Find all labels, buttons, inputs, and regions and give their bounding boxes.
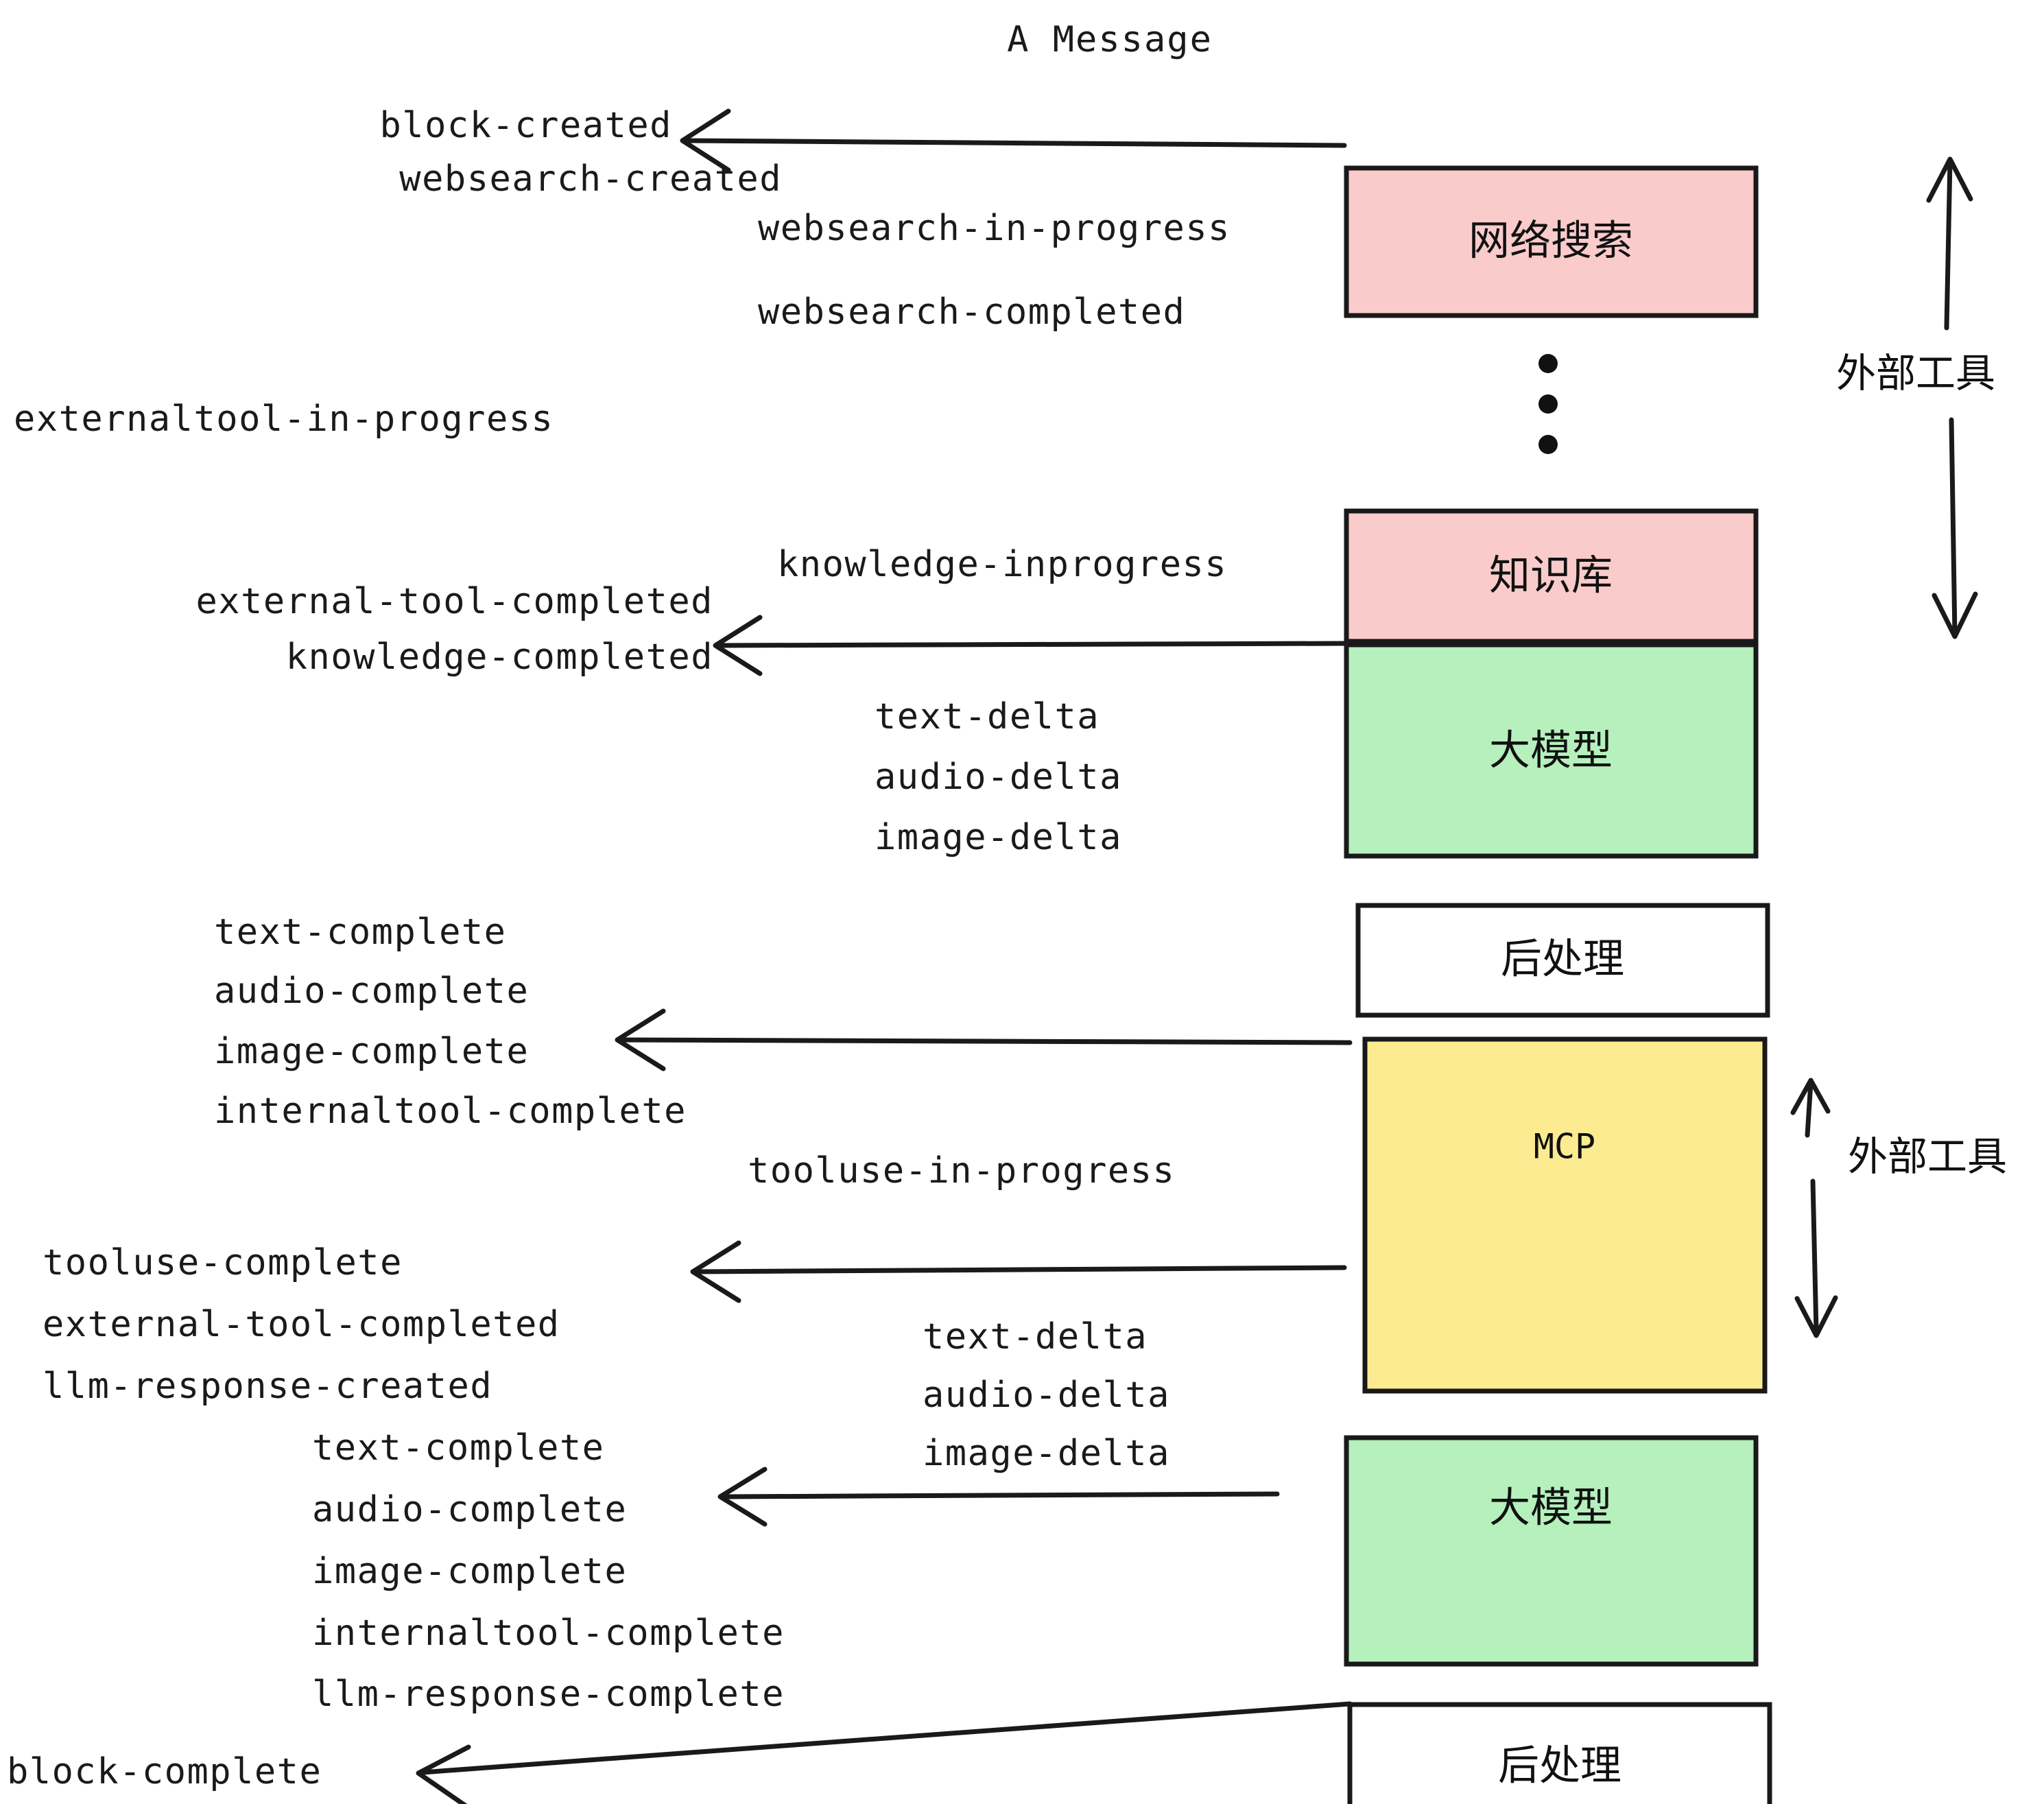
arrow-1-head: [680, 108, 731, 173]
event-internaltool-complete-2: internaltool-complete: [312, 1613, 785, 1654]
arrow-knowledge-to-events: [713, 615, 1349, 676]
event-image-delta-2: image-delta: [923, 1433, 1170, 1474]
arrow-4-shaft: [693, 1265, 1347, 1274]
arrow-3-head: [615, 1008, 666, 1071]
node-websearch[interactable]: 网络搜索: [1344, 165, 1759, 318]
ellipsis-dots: [1538, 354, 1558, 454]
event-block-complete: block-complete: [7, 1751, 322, 1792]
event-audio-complete-2: audio-complete: [312, 1489, 627, 1530]
node-llm-2[interactable]: 大模型: [1344, 1435, 1759, 1667]
bracket-bottom-down-head: [1794, 1295, 1838, 1338]
node-post-2[interactable]: 后处理: [1347, 1702, 1772, 1804]
event-websearch-in-progress: websearch-in-progress: [758, 208, 1231, 249]
event-externaltool-in-progress: externaltool-in-progress: [14, 399, 554, 440]
event-websearch-created: websearch-created: [399, 158, 782, 200]
node-post-2-label: 后处理: [1498, 1742, 1621, 1790]
event-tooluse-in-progress: tooluse-in-progress: [748, 1150, 1175, 1191]
event-text-complete-2: text-complete: [312, 1427, 605, 1469]
bracket-external-tools-top: 外部工具: [1836, 156, 1995, 639]
node-llm-1-box[interactable]: [1344, 642, 1759, 859]
node-websearch-box[interactable]: [1344, 165, 1759, 318]
node-llm-1-label: 大模型: [1489, 727, 1613, 775]
arrow-3-shaft: [618, 1037, 1353, 1045]
bracket-top-up-head: [1926, 156, 1973, 203]
arrow-websearch-to-events: [680, 108, 1347, 173]
event-text-complete-1: text-complete: [214, 912, 507, 953]
bracket-external-tools-bottom: 外部工具: [1790, 1078, 2007, 1338]
event-internaltool-complete-1: internaltool-complete: [214, 1091, 687, 1132]
arrow-4-head: [690, 1240, 741, 1303]
bracket-bottom-up-shaft: [1805, 1080, 1814, 1138]
bracket-bottom-up-head: [1790, 1078, 1831, 1115]
node-knowledge-label: 知识库: [1489, 552, 1613, 600]
node-llm-2-box[interactable]: [1344, 1435, 1759, 1667]
node-post-2-box[interactable]: [1347, 1702, 1772, 1804]
event-text-delta-1: text-delta: [875, 696, 1100, 737]
event-knowledge-completed: knowledge-completed: [286, 637, 713, 678]
node-knowledge[interactable]: 知识库: [1344, 508, 1759, 644]
ellipsis-dot-3: [1538, 435, 1558, 454]
event-llm-response-complete: llm-response-complete: [312, 1674, 785, 1715]
node-post-1-box[interactable]: [1355, 903, 1770, 1018]
arrow-mcp-to-events: [690, 1240, 1347, 1303]
node-knowledge-box[interactable]: [1344, 508, 1759, 644]
arrow-2-shaft: [716, 641, 1349, 648]
event-tooluse-complete: tooluse-complete: [43, 1242, 403, 1283]
arrow-llm1-to-events: [615, 1008, 1353, 1071]
event-text-delta-2: text-delta: [923, 1316, 1148, 1357]
arrow-llm2-to-events: [717, 1467, 1280, 1527]
event-external-tool-completed-2: external-tool-completed: [43, 1304, 560, 1345]
event-image-complete-2: image-complete: [312, 1551, 627, 1592]
event-image-complete-1: image-complete: [214, 1031, 529, 1072]
arrow-post2-to-block: [416, 1701, 1353, 1804]
node-mcp-box[interactable]: [1362, 1036, 1768, 1394]
bracket-top-down-head: [1932, 591, 1978, 639]
arrow-1-shaft: [683, 138, 1347, 148]
node-mcp-label: MCP: [1534, 1127, 1595, 1167]
arrow-5-shaft: [721, 1491, 1280, 1499]
arrow-6-head: [416, 1744, 471, 1804]
ellipsis-dot-1: [1538, 354, 1558, 373]
ellipsis-dot-2: [1538, 394, 1558, 414]
event-websearch-completed: websearch-completed: [758, 292, 1185, 333]
diagram-title: A Message: [1007, 19, 1213, 60]
side-label-external-tools-top: 外部工具: [1836, 350, 1995, 396]
event-llm-response-created: llm-response-created: [43, 1366, 492, 1407]
node-post-1-label: 后处理: [1501, 936, 1624, 984]
node-post-1[interactable]: 后处理: [1355, 903, 1770, 1018]
bracket-bottom-down-shaft: [1810, 1178, 1819, 1335]
event-audio-delta-1: audio-delta: [875, 757, 1122, 798]
event-audio-complete-1: audio-complete: [214, 971, 529, 1012]
node-mcp[interactable]: MCP: [1362, 1036, 1768, 1394]
node-llm-1[interactable]: 大模型: [1344, 642, 1759, 859]
bracket-top-down-shaft: [1949, 417, 1958, 637]
node-llm-2-label: 大模型: [1489, 1484, 1613, 1532]
event-block-created: block-created: [380, 105, 673, 146]
event-audio-delta-2: audio-delta: [923, 1375, 1170, 1416]
event-image-delta-1: image-delta: [875, 817, 1122, 858]
arrow-5-head: [717, 1467, 768, 1527]
side-label-external-tools-bottom: 外部工具: [1848, 1133, 2007, 1180]
arrow-6-shaft: [419, 1701, 1353, 1775]
bracket-top-up-shaft: [1944, 158, 1953, 331]
event-knowledge-inprogress: knowledge-inprogress: [777, 544, 1227, 585]
event-external-tool-completed-1: external-tool-completed: [195, 581, 713, 622]
node-websearch-label: 网络搜索: [1469, 217, 1633, 265]
arrow-2-head: [713, 615, 763, 676]
